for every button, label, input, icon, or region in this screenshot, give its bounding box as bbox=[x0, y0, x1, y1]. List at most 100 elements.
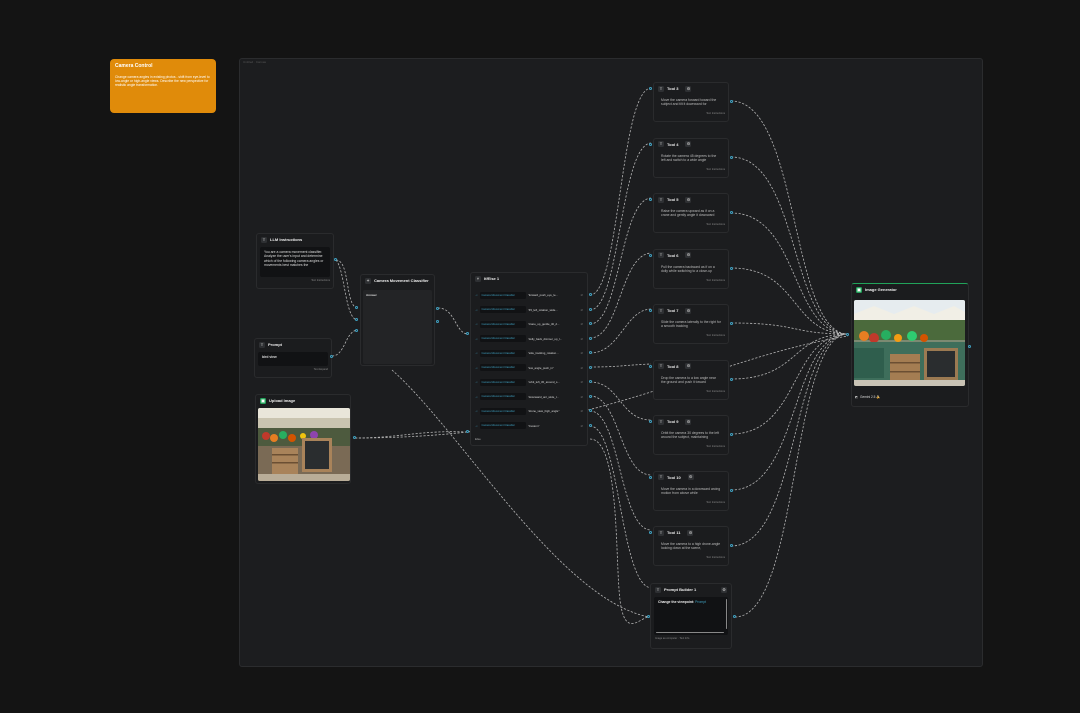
classifier-input-port-1[interactable] bbox=[355, 306, 358, 309]
router-condition-row[interactable]: ⊸Camera Movement Classifier"45_left_rota… bbox=[475, 305, 583, 315]
tool-output-port[interactable] bbox=[730, 377, 733, 381]
router-condition-row[interactable]: ⊸Camera Movement Classifier"orbit_left_3… bbox=[475, 377, 583, 387]
condition-value[interactable]: "45_left_rotation_wide... bbox=[527, 307, 558, 312]
condition-value[interactable]: "forward_push_eye_le... bbox=[527, 293, 558, 297]
router-branch-port[interactable] bbox=[589, 293, 592, 296]
remove-condition-icon[interactable]: ⊘ bbox=[580, 351, 583, 355]
router-branch-port[interactable] bbox=[589, 307, 592, 311]
condition-input-pill[interactable]: Camera Movement Classifier bbox=[479, 378, 526, 386]
router-condition-row[interactable]: ⊸Camera Movement Classifier"side_trackin… bbox=[475, 348, 583, 358]
condition-value[interactable]: "Custom" bbox=[527, 423, 540, 428]
settings-icon[interactable]: ⚙ bbox=[685, 196, 692, 203]
tool-output-port[interactable] bbox=[730, 211, 733, 214]
vertical-scrollbar[interactable] bbox=[725, 599, 727, 629]
condition-value[interactable]: "low_angle_push_in" bbox=[527, 365, 554, 370]
router-condition-row[interactable]: ⊸Camera Movement Classifier"crane_up_gen… bbox=[475, 319, 583, 329]
remove-condition-icon[interactable]: ⊘ bbox=[580, 409, 583, 413]
settings-icon[interactable]: ⚙ bbox=[685, 363, 692, 369]
generator-input-port[interactable] bbox=[846, 333, 849, 336]
prompt-builder-output-port[interactable] bbox=[733, 615, 736, 618]
router-branch-port[interactable] bbox=[589, 365, 592, 369]
tool-instructions[interactable]: Rotate the camera 45 degrees to the left… bbox=[657, 150, 725, 167]
if-else-router-node[interactable]: ⑂If/Else 1 ⊸Camera Movement Classifier"f… bbox=[470, 272, 588, 446]
router-condition-row[interactable]: ⊸Camera Movement Classifier"dolly_back_d… bbox=[475, 334, 583, 344]
condition-value[interactable]: "side_tracking_rotation... bbox=[527, 351, 559, 355]
condition-input-pill[interactable]: Camera Movement Classifier bbox=[479, 349, 526, 357]
tool-input-port[interactable] bbox=[649, 475, 652, 479]
router-branch-port[interactable] bbox=[589, 380, 592, 383]
router-condition-row[interactable]: ⊸Camera Movement Classifier"Custom"⊘ bbox=[475, 421, 583, 431]
tool-input-port[interactable] bbox=[649, 309, 652, 312]
remove-condition-icon[interactable]: ⊘ bbox=[580, 423, 583, 428]
camera-movement-classifier-node[interactable]: ✦Camera Movement Classifier Answer bbox=[360, 274, 435, 366]
remove-condition-icon[interactable]: ⊘ bbox=[580, 322, 583, 326]
remove-condition-icon[interactable]: ⊘ bbox=[580, 307, 583, 312]
router-condition-row[interactable]: ⊸Camera Movement Classifier"drone_view_h… bbox=[475, 406, 583, 416]
router-branch-port[interactable] bbox=[589, 423, 592, 427]
condition-input-pill[interactable]: Camera Movement Classifier bbox=[479, 306, 526, 313]
tool-instructions[interactable]: Move the camera to a high drone-angle lo… bbox=[657, 539, 725, 555]
tool-input-port[interactable] bbox=[649, 420, 652, 423]
condition-value[interactable]: "dolly_back_dimmer_up_l... bbox=[527, 336, 563, 341]
condition-value[interactable]: "orbit_left_30_around_s... bbox=[527, 380, 560, 384]
tool-instructions[interactable]: Pull the camera backward as if on a doll… bbox=[657, 261, 725, 278]
llm-instructions-text[interactable]: You are a camera movement classifier. An… bbox=[260, 247, 330, 277]
condition-input-pill[interactable]: Camera Movement Classifier bbox=[479, 335, 526, 342]
tool-input-port[interactable] bbox=[649, 142, 652, 146]
condition-input-pill[interactable]: Camera Movement Classifier bbox=[479, 407, 526, 415]
prompt-builder-input-port[interactable] bbox=[647, 615, 650, 618]
remove-condition-icon[interactable]: ⊘ bbox=[580, 380, 583, 384]
remove-condition-icon[interactable]: ⊘ bbox=[580, 336, 583, 341]
tool-output-port[interactable] bbox=[730, 544, 733, 547]
tool-instructions[interactable]: Orbit the camera 30 degrees to the left … bbox=[657, 428, 725, 444]
settings-icon[interactable]: ⚙ bbox=[685, 418, 692, 425]
router-branch-port[interactable] bbox=[589, 336, 592, 340]
remove-condition-icon[interactable]: ⊘ bbox=[580, 293, 583, 297]
tool-output-port[interactable] bbox=[730, 155, 733, 159]
horizontal-scrollbar[interactable] bbox=[656, 631, 724, 633]
condition-input-pill[interactable]: Camera Movement Classifier bbox=[479, 291, 526, 299]
router-condition-row[interactable]: ⊸Camera Movement Classifier"downward_arc… bbox=[475, 392, 583, 402]
prompt-output-port[interactable] bbox=[330, 355, 333, 358]
router-condition-row[interactable]: ⊸Camera Movement Classifier"low_angle_pu… bbox=[475, 363, 583, 373]
tool-input-port[interactable] bbox=[649, 531, 652, 534]
tool-instructions[interactable]: Move the camera forward toward the subje… bbox=[657, 95, 725, 111]
settings-icon[interactable]: ⚙ bbox=[687, 474, 694, 480]
condition-value[interactable]: "drone_view_high_angle" bbox=[527, 409, 560, 413]
remove-condition-icon[interactable]: ⊘ bbox=[580, 394, 583, 399]
settings-icon[interactable]: ⚙ bbox=[685, 307, 692, 314]
tool-output-port[interactable] bbox=[730, 433, 733, 436]
tool-input-port[interactable] bbox=[649, 253, 652, 257]
condition-input-pill[interactable]: Camera Movement Classifier bbox=[479, 422, 526, 429]
prompt-builder-textarea[interactable]: Change the viewpoint: Prompt bbox=[654, 597, 728, 635]
upload-output-port[interactable] bbox=[353, 436, 356, 439]
tool-instructions[interactable]: Raise the camera upward as if on a crane… bbox=[657, 206, 725, 222]
settings-icon[interactable]: ⚙ bbox=[685, 141, 692, 147]
router-input-port[interactable] bbox=[466, 332, 469, 335]
condition-value[interactable]: "crane_up_gentle_tilt_d... bbox=[527, 322, 560, 326]
tool-output-port[interactable] bbox=[730, 266, 733, 270]
settings-icon[interactable]: ⚙ bbox=[687, 529, 694, 536]
sticky-note[interactable]: Camera Control Change camera angles in e… bbox=[110, 59, 216, 113]
condition-input-pill[interactable]: Camera Movement Classifier bbox=[479, 364, 526, 371]
tool-instructions[interactable]: Slide the camera laterally to the right … bbox=[657, 317, 725, 333]
condition-input-pill[interactable]: Camera Movement Classifier bbox=[479, 393, 526, 400]
llm-output-port[interactable] bbox=[334, 258, 337, 261]
condition-value[interactable]: "downward_arc_wide_l... bbox=[527, 394, 559, 399]
router-branch-port[interactable] bbox=[589, 394, 592, 398]
prompt-variable-chip[interactable]: Prompt bbox=[695, 600, 707, 604]
tool-output-port[interactable] bbox=[730, 488, 733, 492]
tool-input-port[interactable] bbox=[649, 198, 652, 201]
tool-instructions[interactable]: Move the camera in a downward arcing mot… bbox=[657, 483, 725, 500]
